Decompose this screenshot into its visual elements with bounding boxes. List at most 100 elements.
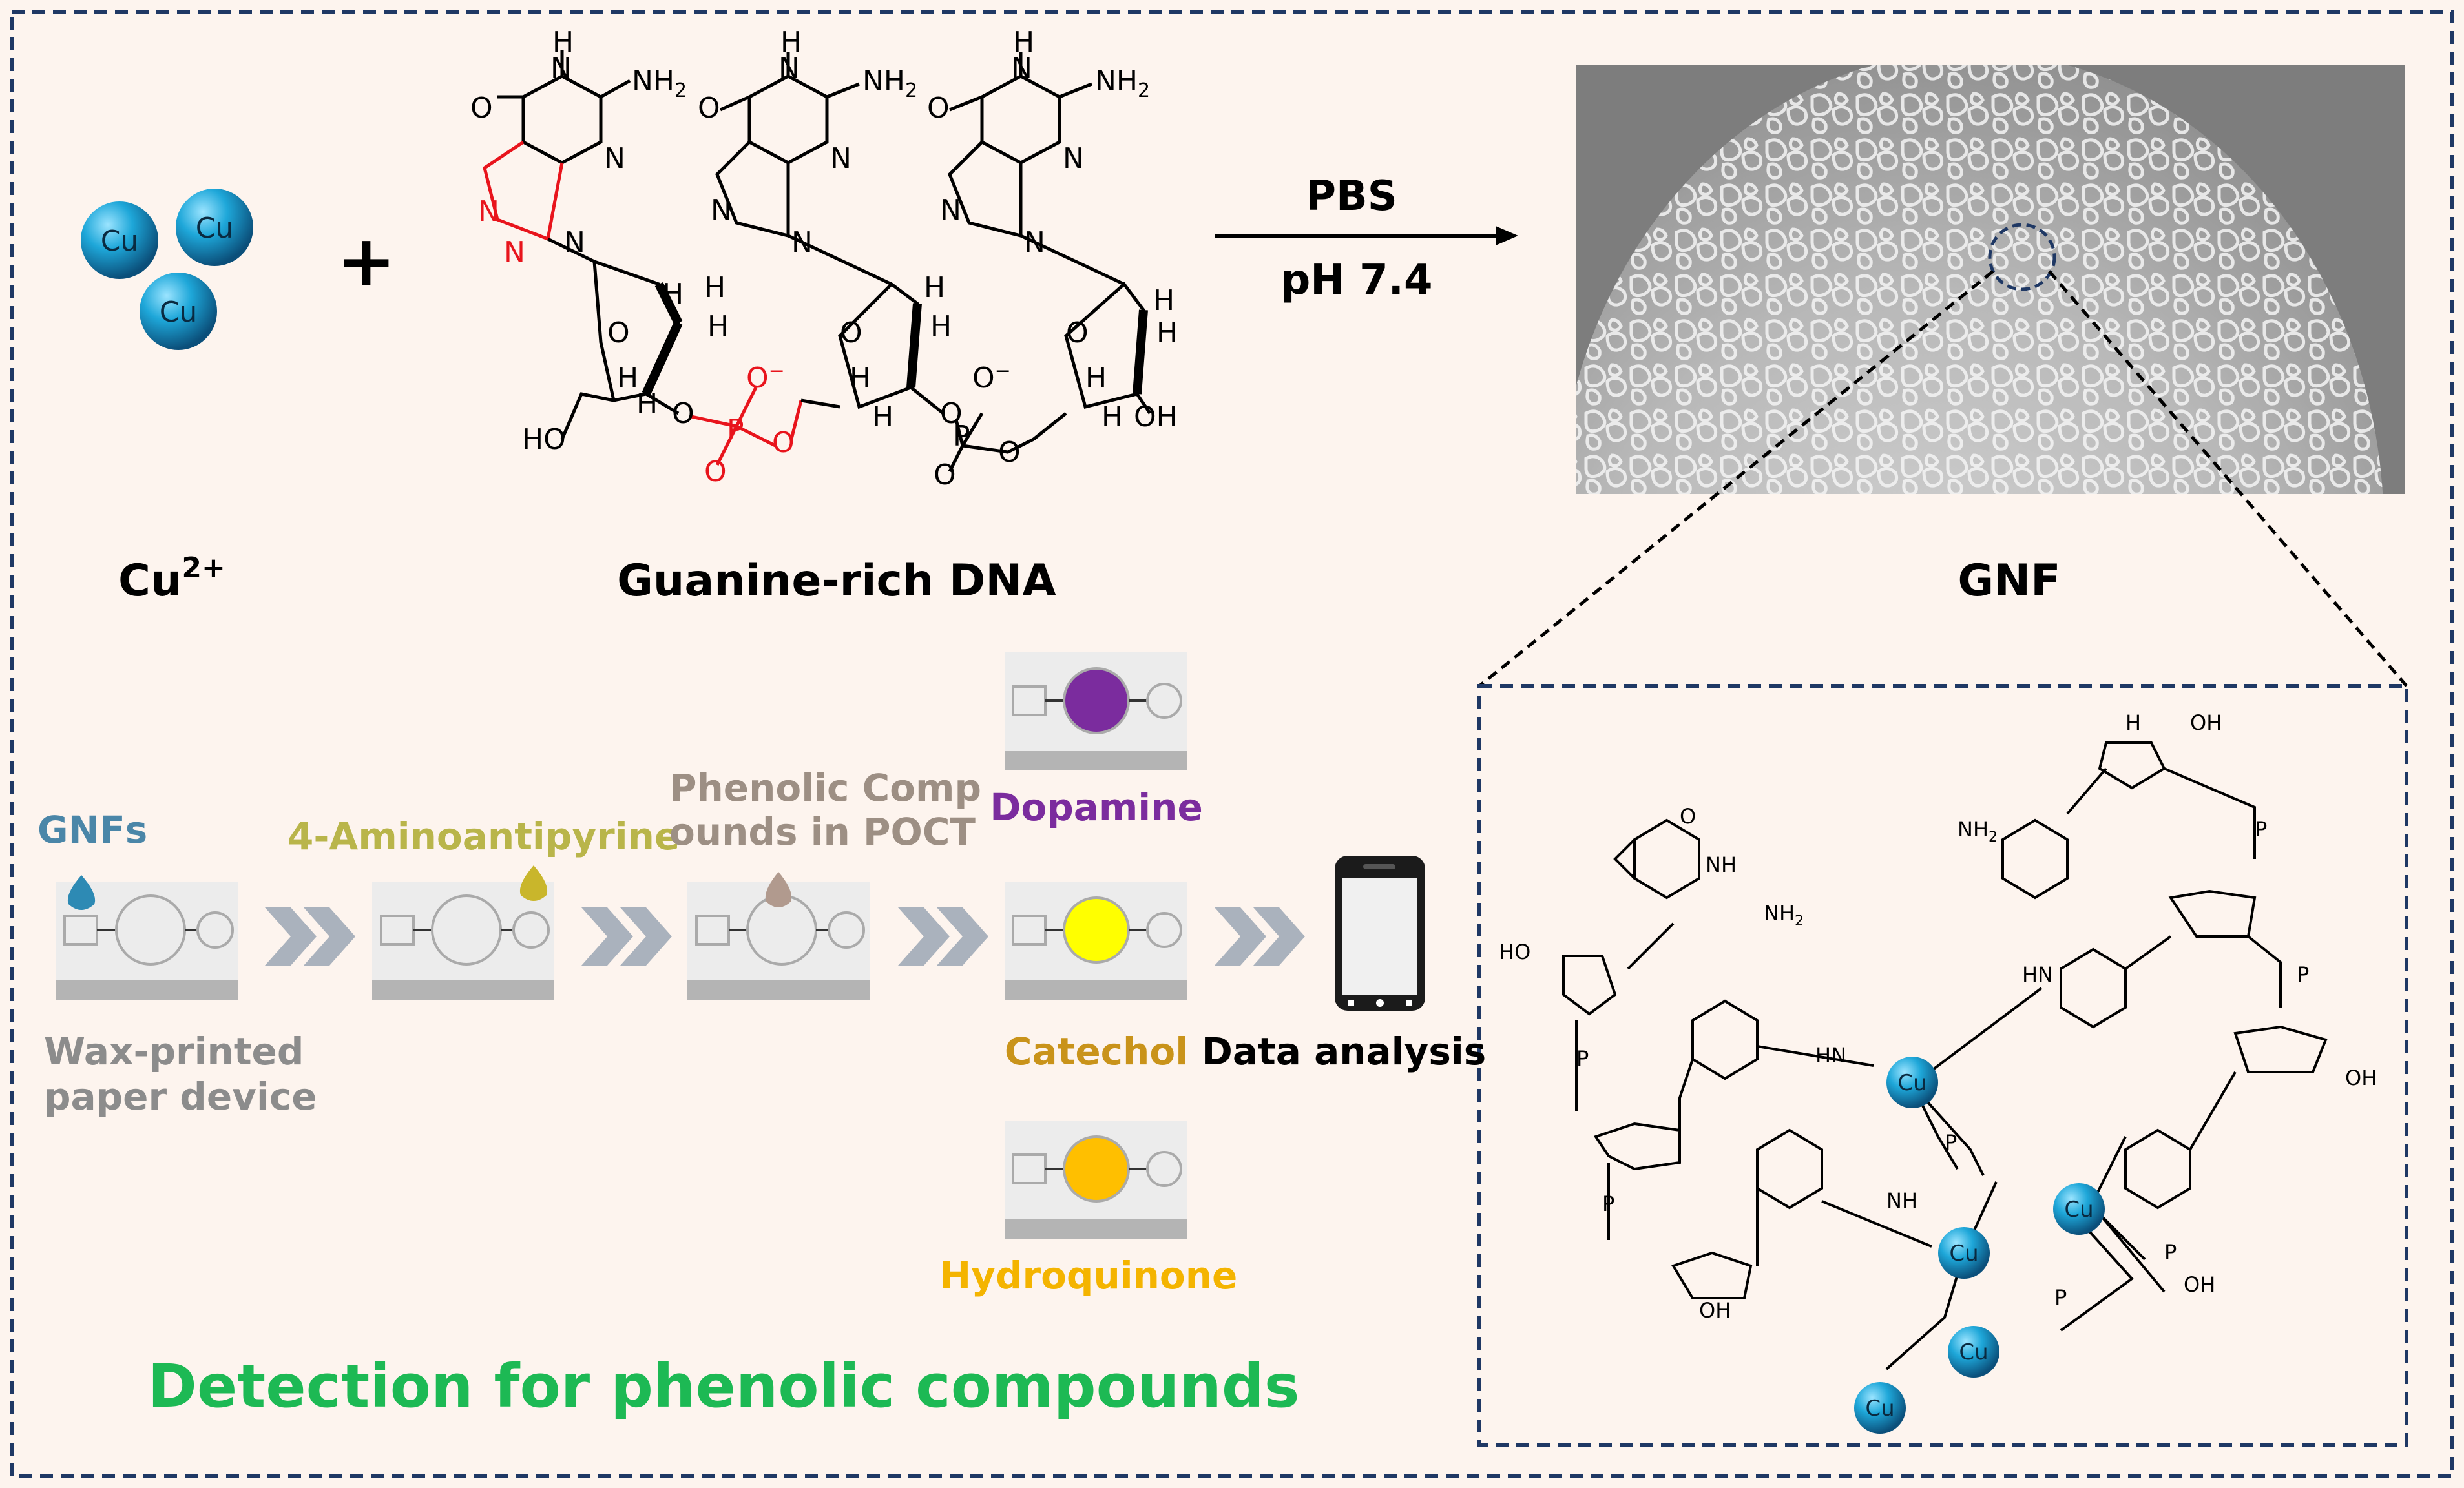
svg-text:HO: HO [522,423,566,456]
chevron-arrow-icon [898,907,988,966]
svg-text:O: O [998,436,1021,469]
cu-sphere-icon: Cu [1854,1382,1906,1434]
svg-text:NH2: NH2 [632,65,687,102]
svg-text:OH: OH [1134,400,1178,433]
svg-text:N: N [830,142,851,175]
svg-text:H: H [704,271,726,304]
svg-text:O−: O− [972,360,1011,395]
sugar-1 [560,259,683,440]
svg-text:P: P [2164,1240,2177,1265]
guanine-1 [483,50,631,264]
svg-text:O: O [607,316,630,349]
chevron-arrow-icon [1215,907,1305,966]
svg-text:O: O [470,92,493,125]
svg-text:O: O [840,316,862,349]
data-analysis-label: Data analysis [1202,1029,1487,1073]
svg-text:NH: NH [1706,852,1737,877]
sugar-2 [800,282,945,415]
svg-text:H: H [872,400,893,433]
svg-text:P: P [953,420,970,453]
chevron-arrow-icon [581,907,672,966]
device-caption-line2: paper device [44,1075,317,1119]
zoom-circle [1988,223,2056,291]
svg-text:H: H [930,310,952,343]
plus-sign: + [337,220,396,302]
svg-text:H: H [924,271,945,304]
dna-structure [483,50,1152,473]
result-device-hydroquinone [1005,1121,1187,1239]
svg-text:N: N [478,195,499,228]
sem-image [1576,65,2405,494]
paper-device-3 [687,872,870,1000]
outer-border [10,10,2454,1478]
chevron-arrow-icon [265,907,355,966]
cu-text: Cu [160,296,198,329]
result-device-dopamine [1005,652,1187,770]
svg-text:H: H [780,26,802,59]
svg-text:Cu: Cu [1865,1396,1894,1421]
svg-text:NH2: NH2 [1958,817,1998,845]
workflow: GNFs 4-Aminoantipyrine [37,652,1486,1421]
svg-text:O: O [772,426,795,459]
svg-text:P: P [2054,1285,2067,1310]
zoom-line-right [2048,270,2408,687]
cu-sphere-icon: Cu [81,202,158,279]
cu-text: Cu [101,225,139,258]
cu-text: Cu [196,212,234,245]
cu-sphere-icon: Cu [176,189,253,266]
phosphate-2 [948,412,1035,473]
zoom-cu-spheres: Cu Cu Cu Cu Cu [1854,1057,2105,1434]
svg-text:N: N [778,52,800,85]
svg-text:H: H [1153,284,1175,317]
catechol-label: Catechol [1005,1029,1188,1073]
svg-text:H: H [552,26,574,59]
svg-text:N: N [1063,142,1084,175]
cu-sphere-icon: Cu [1886,1057,1938,1108]
svg-text:OH: OH [2184,1272,2215,1297]
svg-text:P: P [2297,962,2309,987]
cu-sphere-icon: Cu [1938,1227,1990,1279]
svg-text:H: H [1013,26,1034,59]
svg-text:N: N [564,226,585,259]
cu-sphere-icon: Cu [140,273,217,350]
svg-text:H: H [662,278,684,311]
svg-text:O: O [934,459,956,491]
drop-icon [519,865,548,901]
svg-text:OH: OH [2190,710,2222,735]
svg-text:P: P [1576,1046,1589,1071]
svg-text:H: H [2125,710,2141,735]
phenolic-label-line1: Phenolic Comp [669,766,981,810]
svg-text:Cu: Cu [2064,1197,2093,1223]
sugar-3 [1032,282,1152,440]
svg-text:NH2: NH2 [862,65,917,102]
svg-text:OH: OH [2345,1066,2377,1090]
svg-text:N: N [604,142,625,175]
phosphate-1 [691,386,803,466]
svg-text:Cu: Cu [1959,1339,1988,1365]
drop-icon [765,872,792,907]
svg-text:O: O [704,455,727,488]
svg-text:O−: O− [746,360,785,395]
paper-device-1 [56,875,238,1000]
svg-text:O: O [698,92,720,125]
svg-text:OH: OH [1699,1298,1731,1323]
svg-text:H: H [1101,400,1123,433]
phone-icon [1335,856,1425,1011]
svg-text:H: H [850,362,871,395]
guanine-3 [948,52,1125,286]
svg-text:Cu: Cu [1897,1070,1926,1096]
reaction-condition-ph: pH 7.4 [1280,256,1432,304]
svg-text:HO: HO [1499,940,1530,964]
svg-text:HN: HN [2022,962,2053,987]
cu-sphere-icon: Cu [2053,1183,2105,1235]
svg-text:O: O [940,397,963,430]
svg-text:H: H [1085,362,1107,395]
svg-text:Cu: Cu [1949,1241,1978,1266]
drop-icon [67,875,96,910]
svg-text:NH2: NH2 [1764,901,1804,929]
aminoantipyrine-label: 4-Aminoantipyrine [287,814,680,858]
paper-device-2 [372,865,554,1000]
svg-text:N: N [940,194,961,227]
